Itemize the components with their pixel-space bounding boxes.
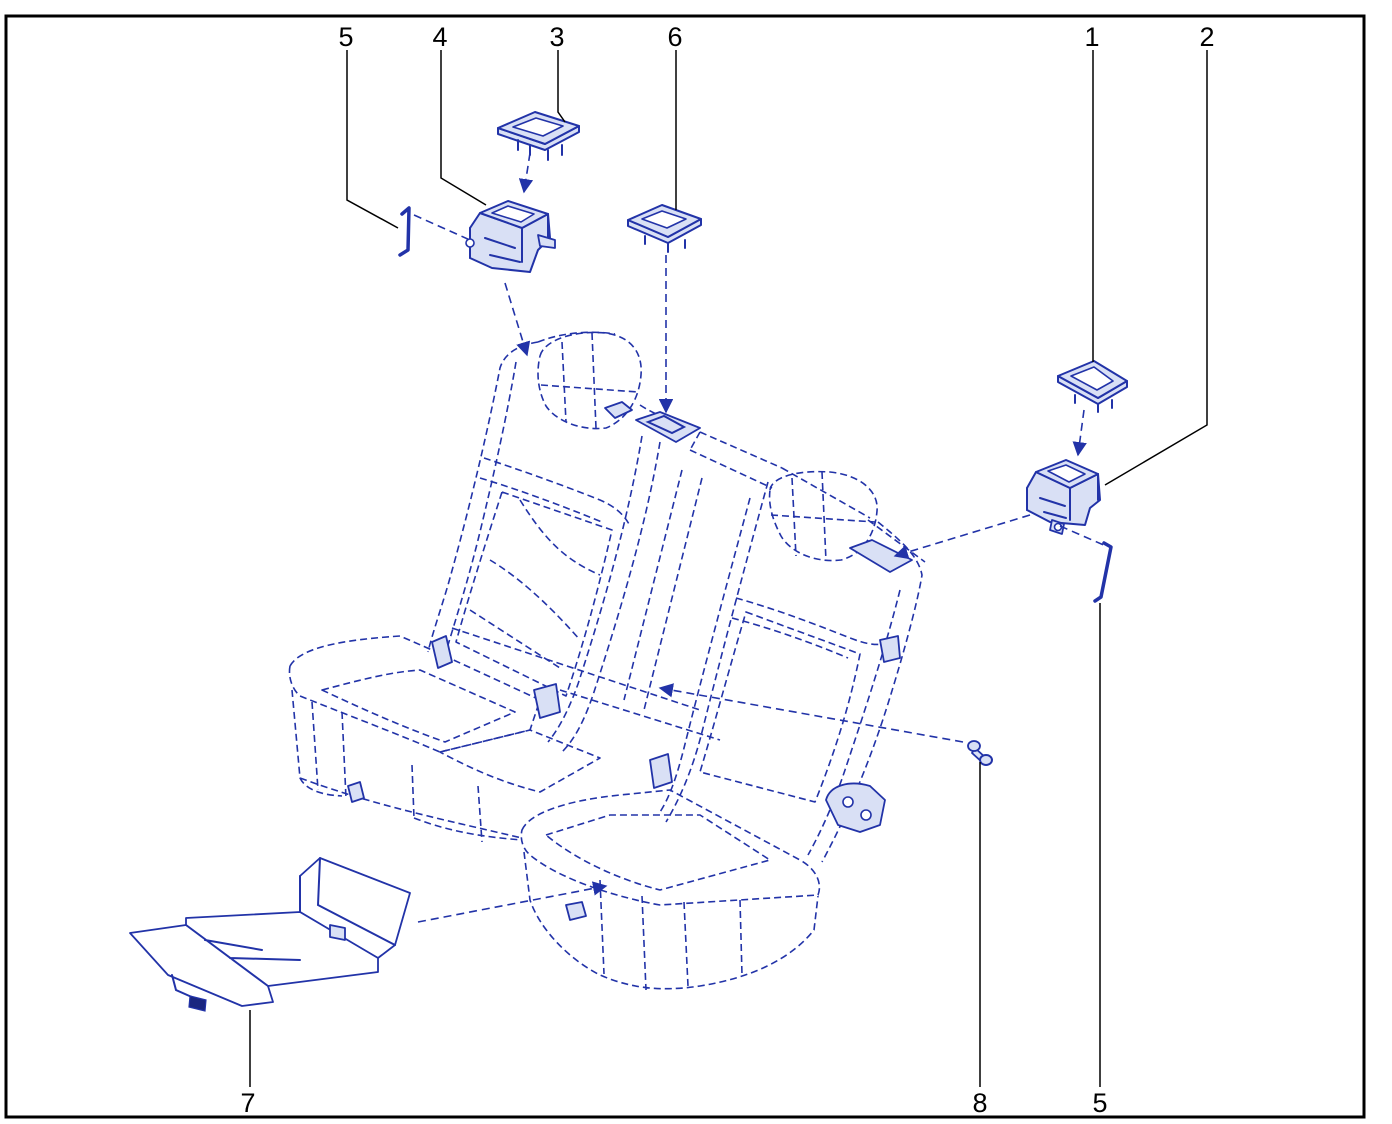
headrest-guide-left (604, 401, 633, 419)
leader-callout-3 (557, 50, 566, 123)
bezel-clips (517, 139, 563, 161)
callout-label: 5 (1092, 1088, 1107, 1118)
part-1-bezel (1057, 360, 1128, 413)
push-pin-head (967, 740, 981, 752)
part-8-push-pin (967, 740, 993, 766)
arrow-part-1-to-part-2 (1072, 409, 1087, 457)
center-receptacle-detail (645, 414, 687, 435)
cushion-left-top (288, 635, 541, 753)
headrest-left-seams (540, 332, 639, 429)
bezel-clips (1074, 394, 1113, 413)
headrest-left (537, 331, 642, 430)
seatback-left-panel (455, 491, 613, 697)
callout-label: 6 (667, 22, 682, 52)
housing-opening (491, 205, 535, 223)
arrow-part-3-to-part-4 (518, 152, 534, 194)
leader-callout-4 (440, 50, 487, 206)
belt-guide-right (879, 635, 901, 663)
part-2-housing (1026, 459, 1101, 535)
housing-details (1026, 473, 1099, 521)
callout-labels: 5 4 3 6 1 2 7 8 5 (240, 22, 1214, 1118)
hinge-bracket-right (825, 782, 886, 833)
cushion-left-front (291, 689, 523, 839)
panel-tab (329, 924, 346, 941)
cushion-right-front (523, 851, 819, 991)
seatback-lower-lines (451, 627, 721, 741)
part-5-rod-left (398, 206, 411, 257)
seatback-left-panel-seams (469, 499, 601, 669)
cushion-right-top (520, 789, 821, 906)
center-back-top (689, 431, 783, 489)
bezel-opening (512, 117, 564, 137)
part-4-housing (465, 200, 556, 273)
part-7-panel (129, 857, 411, 1012)
callout-label: 1 (1084, 22, 1099, 52)
panel-strap-handle (188, 995, 207, 1012)
callout-label: 3 (549, 22, 564, 52)
seatback-left-outer-edge (427, 341, 539, 653)
belt-buckle-left (431, 635, 453, 669)
push-pin-cap (979, 754, 993, 766)
assembly-direction-lines (413, 152, 1107, 923)
rear-seat-assembly (288, 331, 926, 991)
line-rod-to-part-4 (413, 214, 471, 241)
center-back-panel (623, 469, 703, 711)
leader-lines (249, 50, 1208, 1087)
panel-seams (185, 924, 301, 987)
right-receptacle (849, 539, 913, 573)
bezel-opening (1070, 366, 1114, 391)
panel-strap (171, 974, 195, 999)
hinge-bracket-left (347, 781, 365, 803)
headrest-right-seams (770, 471, 876, 562)
cushion-left-panel (321, 669, 516, 743)
callout-label: 7 (240, 1088, 255, 1118)
line-part-2-to-rod (1059, 525, 1107, 547)
leader-callout-5-top (346, 50, 399, 229)
cushion-center (411, 729, 601, 843)
callout-label: 4 (432, 22, 447, 52)
housing-opening (1047, 464, 1086, 483)
bezel-opening (641, 210, 687, 229)
arrow-part-7-to-seat (417, 881, 608, 923)
leader-callout-2 (1104, 50, 1208, 486)
seatback-right-bolster (731, 597, 897, 659)
part-3-bezel (497, 111, 580, 161)
hinge-bracket-center (565, 901, 587, 921)
arrow-part-2-to-seat (893, 514, 1031, 560)
callout-label: 2 (1199, 22, 1214, 52)
seatback-right-panel (699, 611, 861, 803)
cushion-right-panel (545, 814, 771, 891)
seatback-left-inner-edge (447, 361, 517, 646)
seatback-left-bolster (479, 457, 631, 527)
housing-pivot-icon (465, 238, 475, 248)
belt-buckle-center (533, 683, 561, 719)
part-5-rod-right (1093, 541, 1113, 603)
housing-tab (537, 234, 556, 249)
hinge-bolt-icon (842, 796, 854, 808)
bezel-clips (644, 235, 686, 253)
seatback-left-post (547, 435, 661, 753)
panel-flap-ribs (299, 857, 396, 946)
headrest-right (768, 470, 878, 562)
belt-buckle-right (649, 753, 673, 789)
part-6-bezel (627, 204, 702, 253)
seatback-right-top-edge (781, 467, 926, 563)
callout-label: 5 (338, 22, 353, 52)
hinge-bolt-icon (860, 809, 872, 821)
callout-label: 8 (972, 1088, 987, 1118)
